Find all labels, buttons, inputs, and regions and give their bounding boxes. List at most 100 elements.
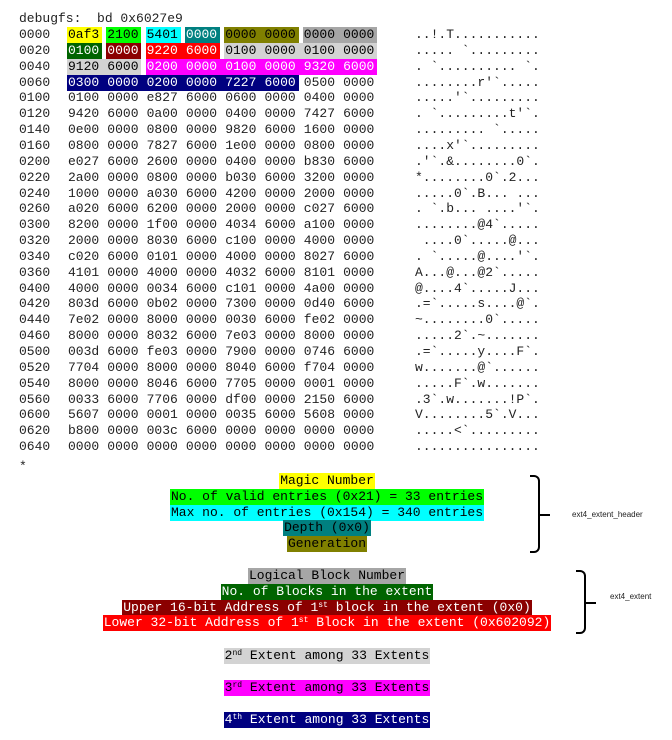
hex-word: 0000 <box>343 264 375 280</box>
hex-word: 0000 <box>264 248 296 264</box>
hex-word: 0000 <box>224 27 264 43</box>
hex-word: 8200 <box>68 217 100 233</box>
hex-word: 7706 <box>146 391 178 407</box>
hex-word: 7705 <box>225 375 257 391</box>
header-brace-label: ext4_extent_header <box>572 510 643 519</box>
row-offset: 0420 <box>19 296 51 312</box>
hex-word: 0600 <box>225 90 257 106</box>
hex-word: 0000 <box>185 201 218 217</box>
hex-word: 0000 <box>68 439 100 455</box>
ascii-column: .'`.&........0`. <box>415 153 540 169</box>
hex-word: 7300 <box>225 296 257 312</box>
hex-word: 0000 <box>264 344 296 359</box>
hex-word: 0000 <box>343 217 375 233</box>
hex-word: 6000 <box>263 74 299 91</box>
hex-word: 0101 <box>146 248 178 264</box>
hex-word: 0000 <box>264 201 296 217</box>
legend-post-text: Extent among 33 Extents <box>242 712 430 727</box>
row-offset: 0440 <box>19 312 51 328</box>
hex-word: 6200 <box>146 201 178 217</box>
hex-word: 2150 <box>303 391 336 407</box>
hex-word: 0000 <box>107 233 139 249</box>
ascii-column: ........@4`..... <box>415 217 540 233</box>
hex-word: 0000 <box>264 391 296 407</box>
hex-word: 6000 <box>107 106 139 122</box>
hex-word: 0000 <box>343 328 375 344</box>
hex-word: c100 <box>225 233 257 249</box>
hex-word: 0000 <box>107 264 139 280</box>
ascii-column: ....x'`......... <box>415 137 540 153</box>
hex-word: 0000 <box>264 185 296 201</box>
extent-legend-item: Lower 32-bit Address of 1st Block in the… <box>0 615 654 632</box>
hex-word: a030 <box>146 185 178 201</box>
hex-word: 6000 <box>264 359 296 375</box>
hex-word: 6000 <box>343 344 375 359</box>
legend-pre-text: Lower 32-bit Address of 1 <box>103 615 299 631</box>
hex-word: 0800 <box>146 122 178 138</box>
hex-word: 0000 <box>263 58 304 75</box>
header-legend-item-label: Magic Number <box>279 473 375 489</box>
row-offset: 0600 <box>19 407 51 423</box>
hex-word: 0001 <box>303 375 336 391</box>
extent-legend-item: Logical Block Number <box>0 568 654 584</box>
row-offset: 0300 <box>19 217 51 233</box>
hex-word: 4a00 <box>303 280 336 296</box>
hex-word: 6000 <box>264 169 296 185</box>
hex-word: 0000 <box>264 296 296 312</box>
hex-word: 2000 <box>68 233 100 249</box>
hex-word: 8030 <box>146 233 178 249</box>
hex-word: 0d40 <box>303 296 336 312</box>
hex-word: 0000 <box>185 391 218 407</box>
hex-word: 0000 <box>107 280 139 296</box>
hex-word: 0000 <box>343 74 375 90</box>
hex-word: 7704 <box>68 359 100 375</box>
hex-word: 1f00 <box>146 217 178 233</box>
hex-word: 0000 <box>185 122 218 138</box>
hex-word: 0000 <box>343 280 375 296</box>
hex-word: 9220 <box>145 42 186 59</box>
hex-word: 0100 <box>67 42 102 59</box>
hex-word: 0800 <box>146 169 178 185</box>
hex-word: 4000 <box>68 280 100 296</box>
row-offset: 0540 <box>19 375 51 391</box>
hex-word: a100 <box>303 217 336 233</box>
hex-word: 6000 <box>264 407 296 423</box>
hex-word: 6000 <box>185 423 218 439</box>
hex-word: 0000 <box>303 439 336 455</box>
hex-word: 8046 <box>146 375 178 391</box>
hex-word: 2000 <box>303 185 336 201</box>
hex-word: 1600 <box>303 122 336 138</box>
header-legend-item: Magic Number <box>0 473 654 489</box>
header-legend-item: No. of valid entries (0x21) = 33 entries <box>0 488 654 505</box>
ascii-column: .....2`.~....... <box>415 328 540 344</box>
hex-word: 6000 <box>264 312 296 328</box>
hex-word: c020 <box>68 248 100 264</box>
header-legend-item-label: Depth (0x0) <box>283 520 371 537</box>
extent-key-item-label: 3rd Extent among 33 Extents <box>223 680 431 696</box>
hex-word: 2a00 <box>68 169 100 185</box>
hex-word: 9320 <box>302 58 343 75</box>
hex-word: 0400 <box>303 90 336 106</box>
hex-word: 0000 <box>264 439 296 455</box>
hex-word: 6000 <box>185 280 218 296</box>
ascii-column: .=`.....y....F`. <box>415 344 540 359</box>
hex-word: 0000 <box>185 169 218 185</box>
hex-word: 0033 <box>68 391 100 407</box>
hex-word: 0000 <box>185 106 218 122</box>
hex-word: 0000 <box>107 312 139 328</box>
repeat-marker: * <box>19 459 27 474</box>
hex-word: 0035 <box>225 407 257 423</box>
legend-sup-text: th <box>232 713 243 722</box>
hex-word: 4000 <box>303 233 336 249</box>
hex-word: 0000 <box>146 439 178 455</box>
ascii-column: w.......@`...... <box>415 359 540 375</box>
hex-word: 0000 <box>342 27 378 43</box>
hex-word: 5608 <box>303 407 336 423</box>
hex-word: 8000 <box>303 328 336 344</box>
legend-sup-text: rd <box>232 681 243 690</box>
legend-post-text: block in the extent (0x0) <box>327 599 531 615</box>
hex-word: 0000 <box>107 328 139 344</box>
ascii-column: . `.......... `. <box>415 58 540 74</box>
hex-word: 6000 <box>107 153 139 169</box>
hex-word: 0000 <box>302 27 343 43</box>
